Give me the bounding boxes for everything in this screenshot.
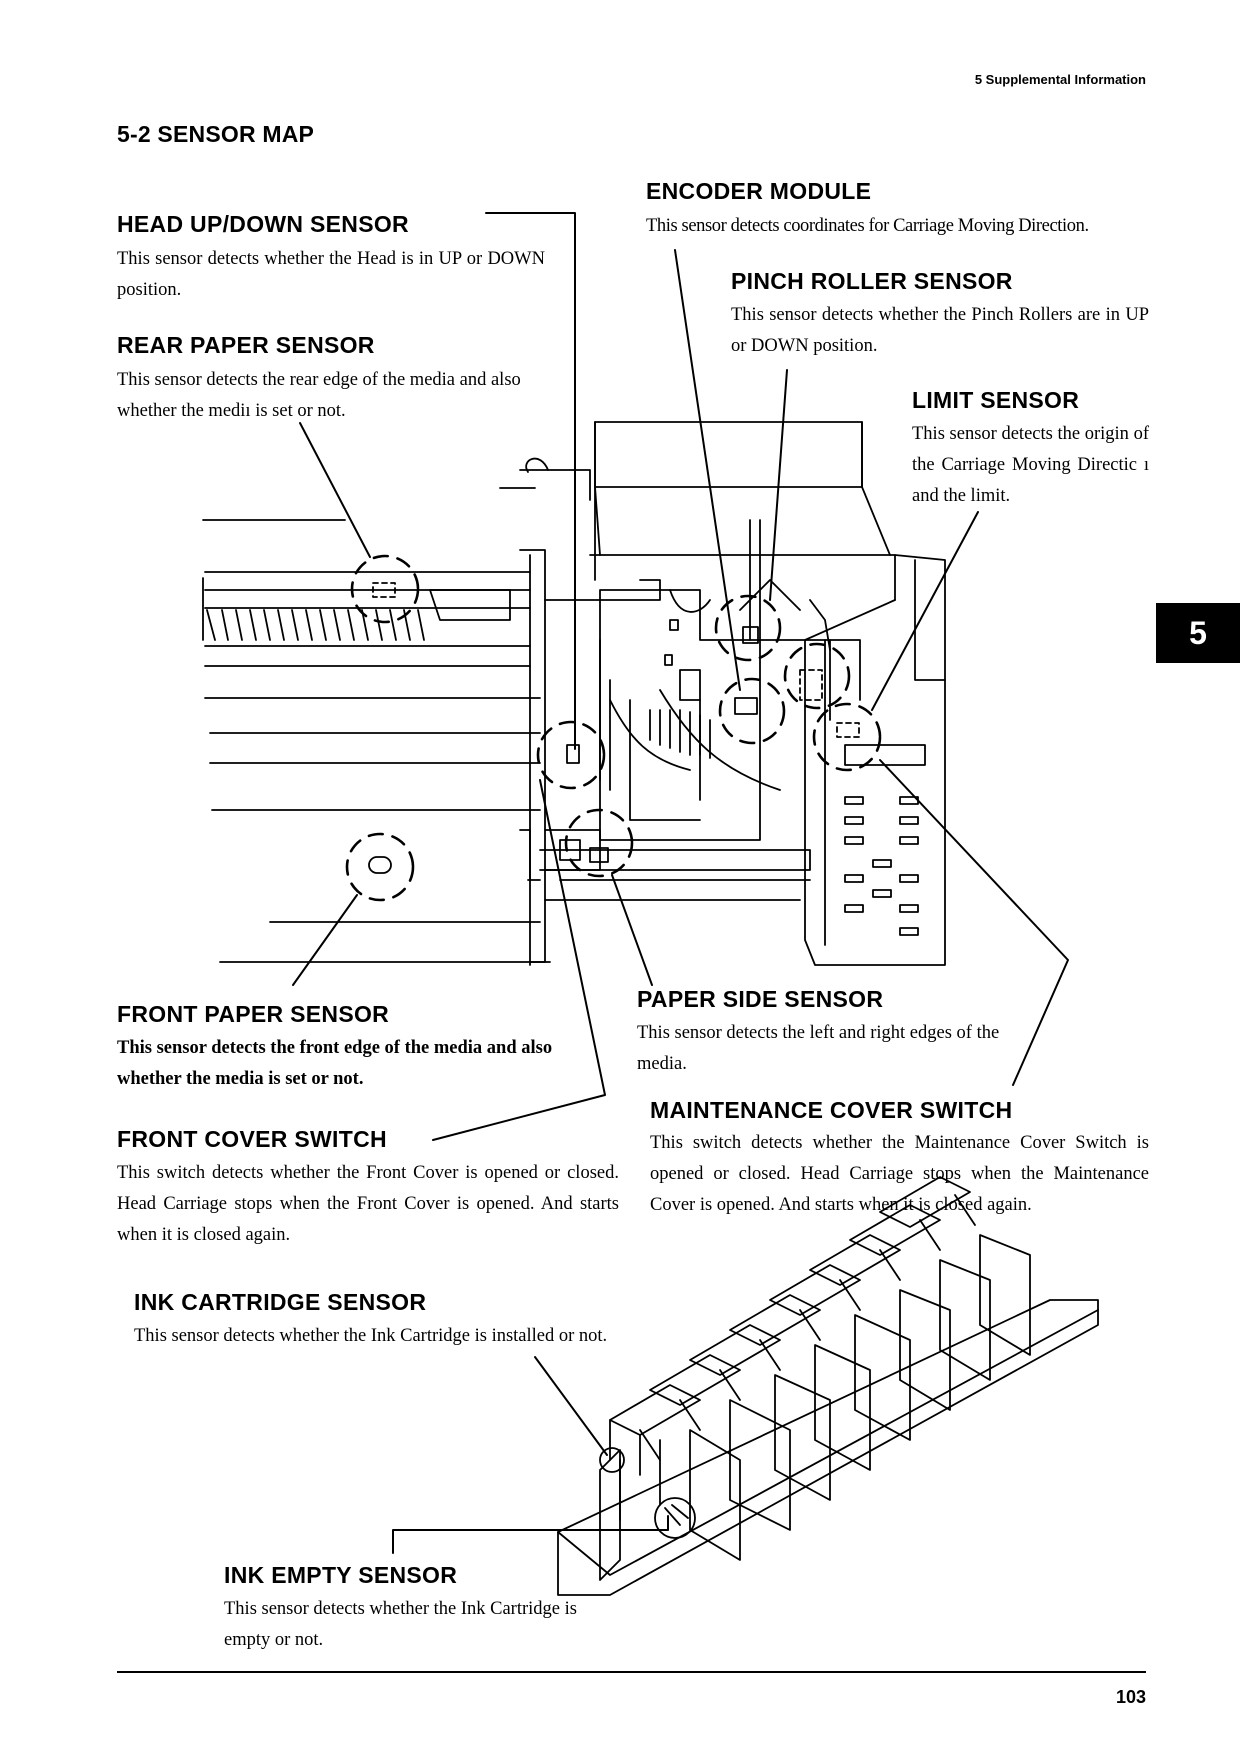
front-paper-sensor-marker [345, 832, 415, 902]
printer-illustration [202, 421, 946, 966]
leader-ink-cartridge [534, 1356, 608, 1456]
front-cover-switch-title: FRONT COVER SWITCH [117, 1126, 387, 1152]
maintenance-cover-switch-title: MAINTENANCE COVER SWITCH [650, 1097, 1013, 1123]
leader-front-cover [432, 779, 606, 1141]
chapter-tab: 5 [1156, 603, 1240, 663]
limit-desc: This sensor detects the origin of the Ca… [912, 424, 1149, 506]
rear-paper-sensor-marker [350, 554, 420, 624]
head-up-down-title: HEAD UP/DOWN SENSOR [117, 211, 409, 237]
ink-cartridge-title: INK CARTRIDGE SENSOR [134, 1289, 427, 1315]
leader-front-paper [292, 894, 358, 986]
limit-sensor-marker [783, 642, 851, 710]
leader-paper-side [611, 874, 653, 986]
ink-empty-desc: This sensor detects whether the Ink Cart… [224, 1599, 577, 1650]
maintenance-cover-switch-desc: This switch detects whether the Maintena… [650, 1133, 1149, 1215]
leader-limit [871, 511, 979, 711]
section-title: 5-2 SENSOR MAP [117, 121, 315, 147]
leader-head-up-down [485, 212, 576, 750]
paper-side-sensor-marker [564, 808, 634, 878]
running-header: 5 Supplemental Information [974, 72, 1146, 87]
encoder-module-marker [718, 677, 786, 745]
ink-cartridge-desc: This sensor detects whether the Ink Cart… [134, 1326, 608, 1346]
page-number: 103 [1115, 1687, 1146, 1707]
encoder-module-desc: This sensor detects coordinates for Carr… [646, 216, 1089, 236]
pinch-roller-desc: This sensor detects whether the Pinch Ro… [731, 305, 1149, 356]
leader-pinch-roller [769, 369, 788, 601]
leader-rear-paper [299, 422, 371, 558]
front-paper-desc: This sensor detects the front edge of th… [117, 1038, 553, 1089]
encoder-module-title: ENCODER MODULE [646, 178, 872, 204]
paper-side-title: PAPER SIDE SENSOR [637, 986, 884, 1012]
leader-maintenance-cover [879, 759, 1069, 1086]
ink-empty-title: INK EMPTY SENSOR [224, 1562, 458, 1588]
rear-paper-desc: This sensor detects the rear edge of the… [117, 370, 521, 421]
paper-side-desc: This sensor detects the left and right e… [637, 1023, 1000, 1074]
front-paper-title: FRONT PAPER SENSOR [117, 1001, 390, 1027]
leader-ink-empty [392, 1515, 669, 1554]
leader-encoder [674, 249, 741, 691]
maintenance-cover-switch-marker [812, 702, 882, 772]
head-up-down-desc: This sensor detects whether the Head is … [117, 249, 545, 300]
pinch-roller-sensor-marker [714, 594, 782, 662]
front-cover-switch-desc: This switch detects whether the Front Co… [117, 1163, 619, 1245]
front-cover-switch-marker [536, 720, 606, 790]
limit-title: LIMIT SENSOR [912, 387, 1080, 413]
rear-paper-title: REAR PAPER SENSOR [117, 332, 375, 358]
pinch-roller-title: PINCH ROLLER SENSOR [731, 268, 1013, 294]
footer-rule [117, 1671, 1146, 1673]
ink-tray-illustration [557, 1176, 1099, 1596]
